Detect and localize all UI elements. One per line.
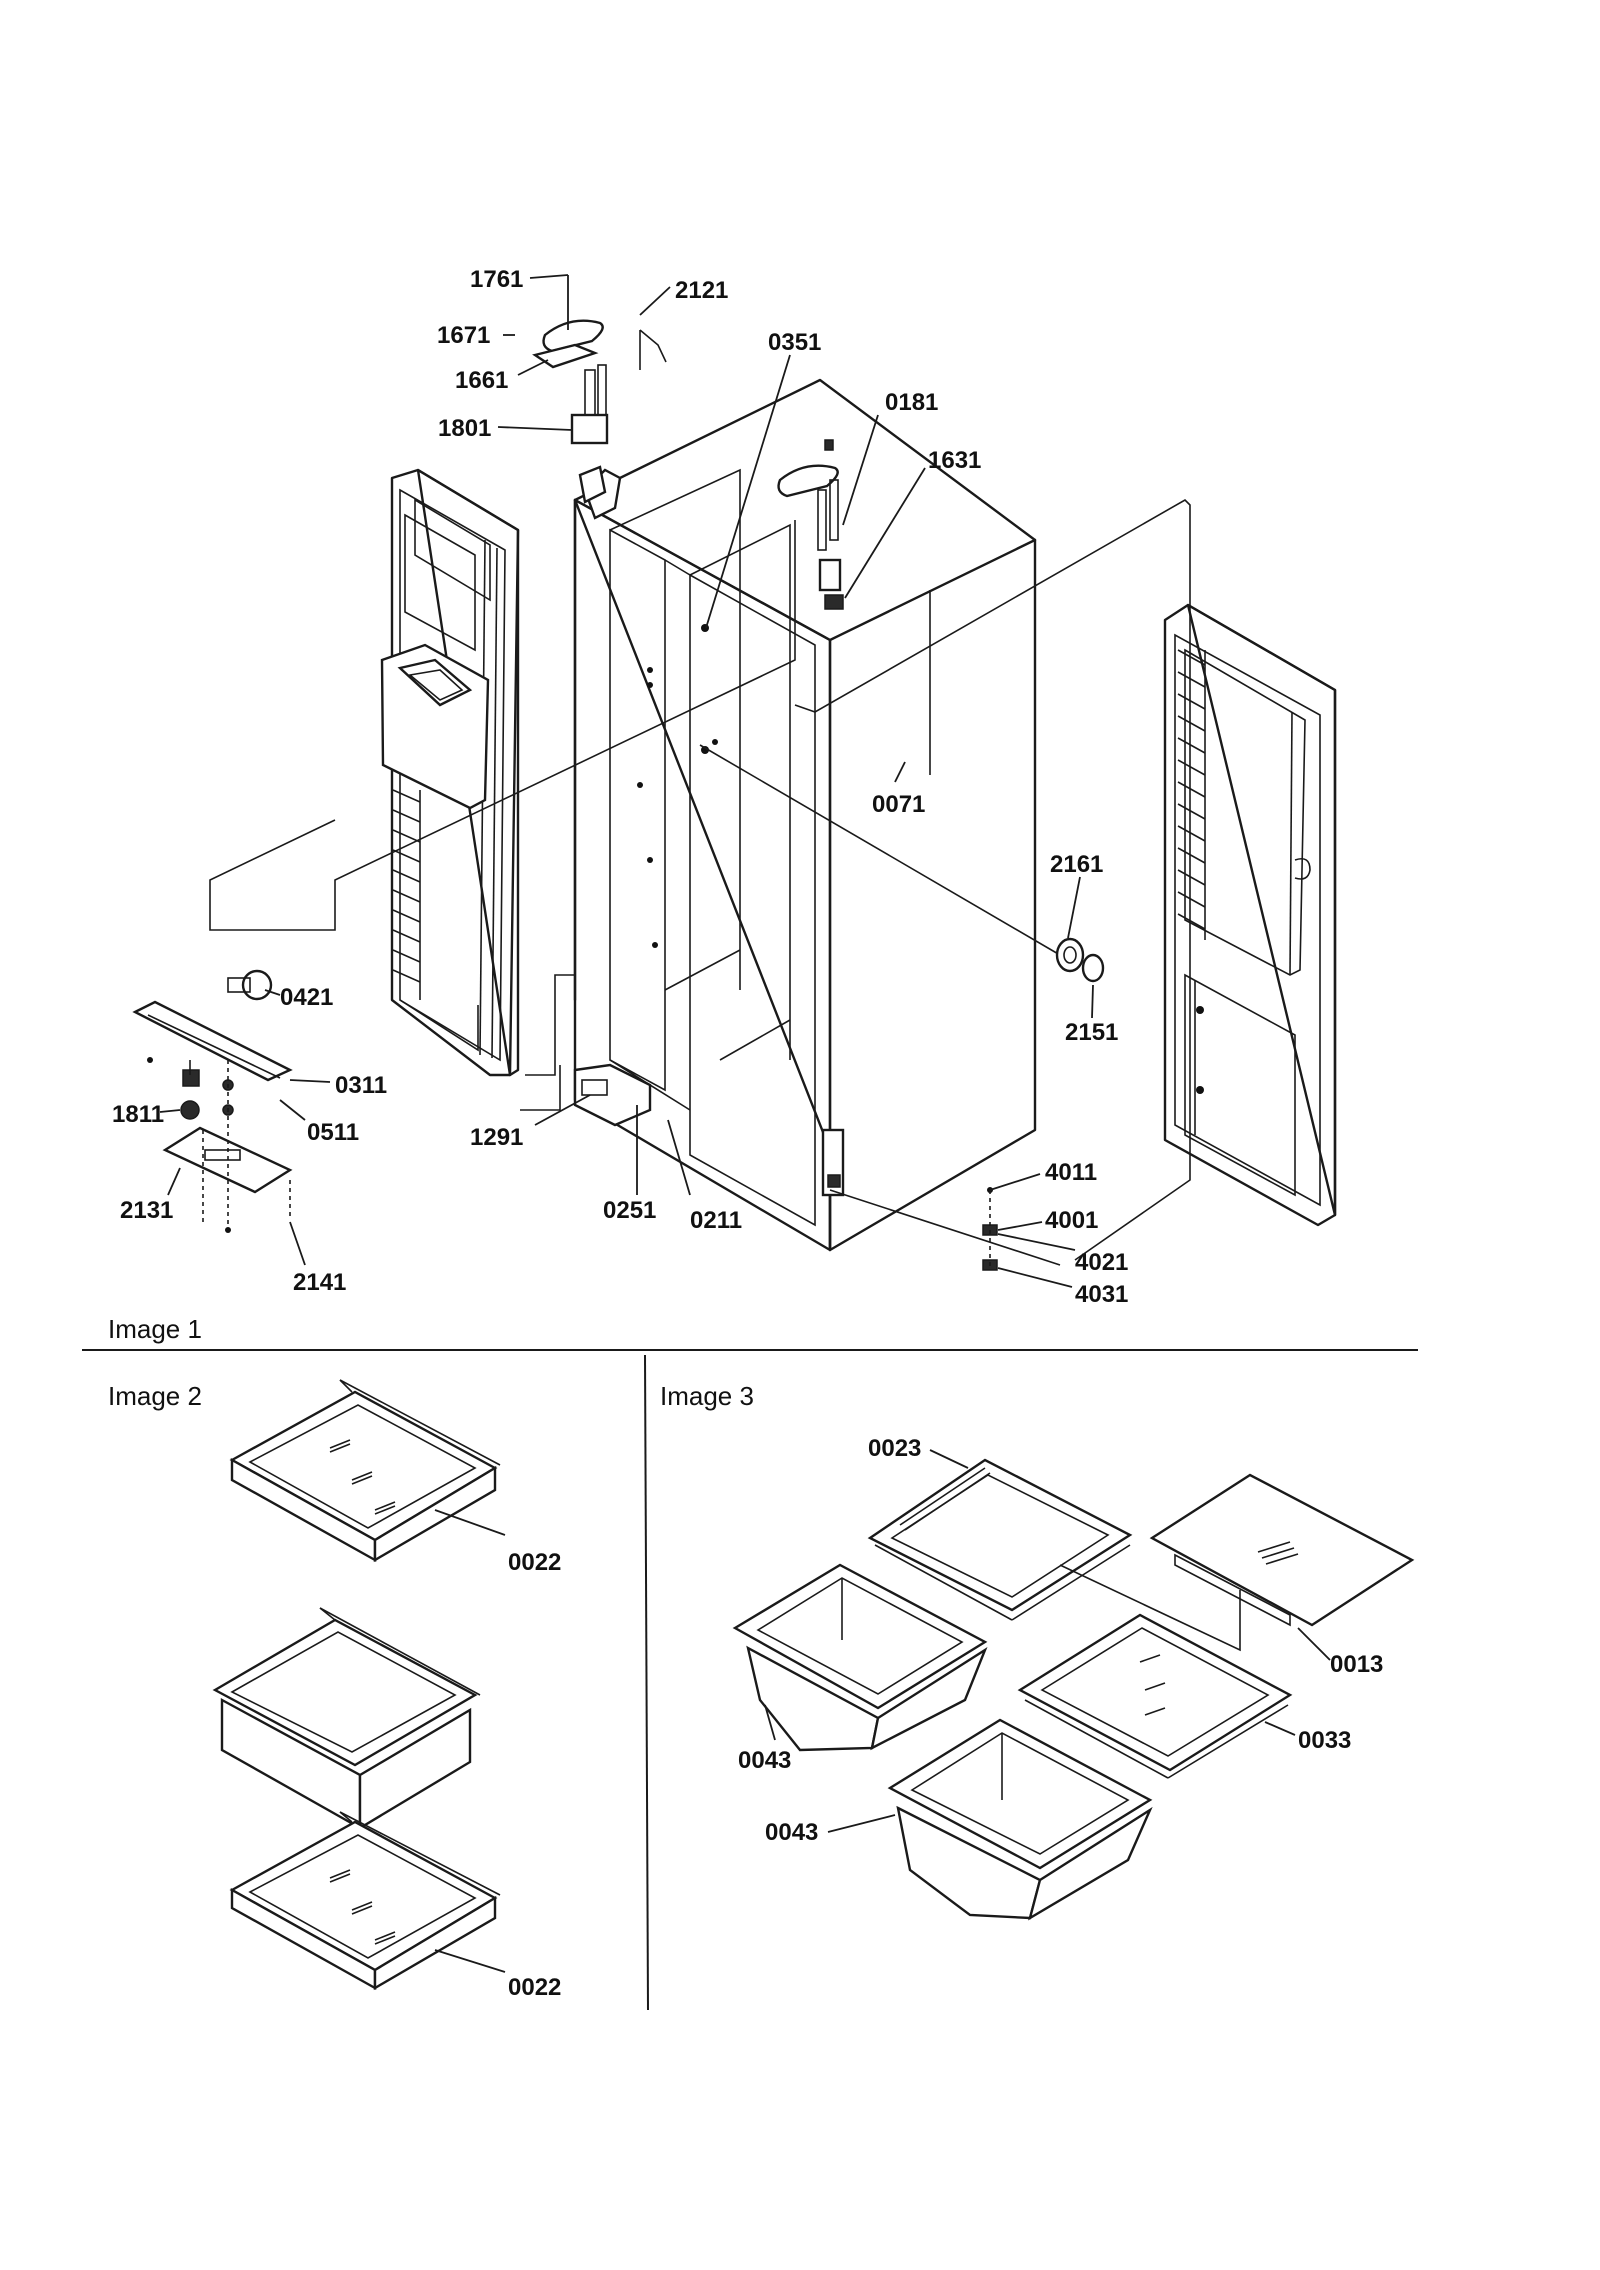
callout-0022-top: 0022	[508, 1549, 561, 1576]
callout-2151: 2151	[1065, 1019, 1118, 1046]
light-assembly	[1055, 937, 1105, 983]
callout-1631: 1631	[928, 447, 981, 474]
callout-1661: 1661	[455, 367, 508, 394]
callout-0071: 0071	[872, 791, 925, 818]
callout-0033: 0033	[1298, 1727, 1351, 1754]
callout-0251: 0251	[603, 1197, 656, 1224]
crisper-pan-1: 0043	[732, 1563, 988, 1774]
callout-1761: 1761	[470, 266, 523, 293]
callout-2121: 2121	[675, 277, 728, 304]
crisper-pan-2: 0043	[765, 1718, 1153, 1921]
callout-0351: 0351	[768, 329, 821, 356]
callout-0181: 0181	[885, 389, 938, 416]
vertical-divider	[644, 1354, 649, 2011]
callout-1811: 1811	[112, 1101, 164, 1128]
callout-4011: 4011	[1045, 1159, 1097, 1186]
callout-1671: 1671	[437, 322, 490, 349]
image3-title: Image 3	[660, 1381, 754, 1411]
callout-0023: 0023	[868, 1435, 921, 1462]
image1-exploded-view: 1761 2121 1671 1661 1801 0351 0181 1631 …	[108, 266, 1337, 1344]
cabinet-body	[573, 378, 1037, 1252]
crisper-cover-frame-2: 0033	[1017, 1613, 1351, 1779]
callout-0043-bottom: 0043	[765, 1819, 818, 1846]
callout-1291: 1291	[470, 1124, 523, 1151]
callout-0511: 0511	[307, 1119, 359, 1146]
callout-0043-top: 0043	[738, 1747, 791, 1774]
callout-2131: 2131	[120, 1197, 173, 1224]
leader-lines	[159, 274, 1094, 1288]
image2-shelves: Image 2 0022	[108, 1379, 561, 2001]
callout-0211: 0211	[690, 1207, 742, 1234]
shelf-2	[212, 1607, 481, 1831]
shelf-1: 0022	[229, 1379, 561, 1576]
fresh-food-door	[1163, 603, 1337, 1227]
callout-2141: 2141	[293, 1269, 346, 1296]
freezer-door	[380, 468, 520, 1077]
crisper-cover-frame: 0023	[867, 1435, 1133, 1621]
image1-title: Image 1	[108, 1314, 202, 1344]
callout-0022-bottom: 0022	[508, 1974, 561, 2001]
bottom-hinge-pins	[982, 1187, 998, 1271]
callout-4021: 4021	[1075, 1249, 1128, 1276]
kick-plate-parts	[132, 969, 293, 1233]
callout-1801: 1801	[438, 415, 491, 442]
image3-crispers: Image 3 0023 0013 0043	[660, 1381, 1415, 1921]
image3-assembly-lines	[1059, 1564, 1241, 1652]
shelf-3: 0022	[229, 1811, 561, 2001]
crisper-glass: 0013	[1149, 1473, 1415, 1678]
callout-0311: 0311	[335, 1072, 387, 1099]
callout-0013: 0013	[1330, 1651, 1383, 1678]
callout-4031: 4031	[1075, 1281, 1128, 1308]
image2-title: Image 2	[108, 1381, 202, 1411]
assembly-lines	[209, 499, 1191, 1266]
callout-4001: 4001	[1045, 1207, 1098, 1234]
top-hinge-assembly	[532, 319, 839, 551]
callout-2161: 2161	[1050, 851, 1103, 878]
callout-0421: 0421	[280, 984, 333, 1011]
